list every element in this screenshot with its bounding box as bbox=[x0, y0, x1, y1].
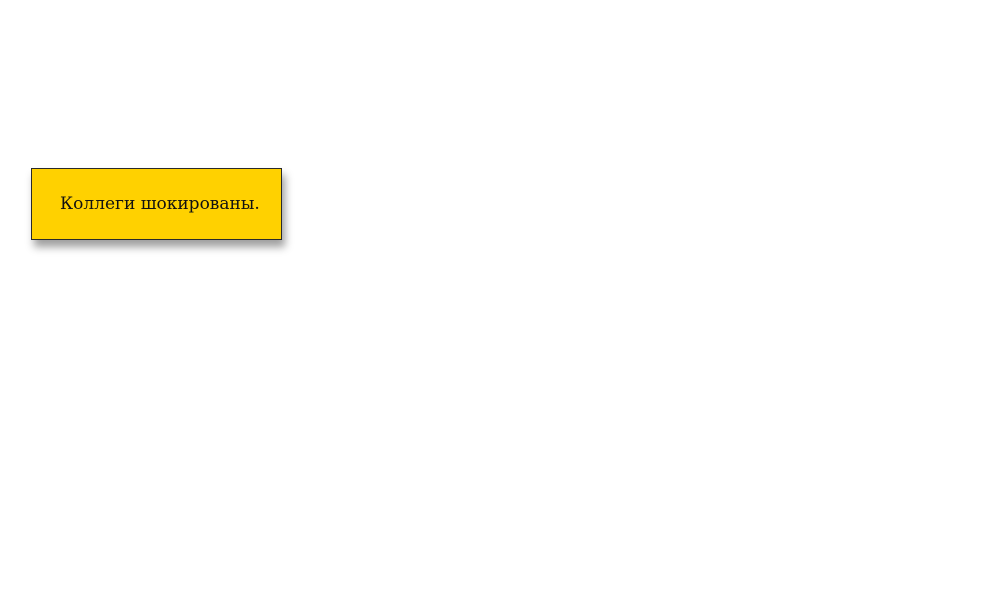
callout-text: Коллеги шокированы. bbox=[60, 194, 260, 214]
message-callout: Коллеги шокированы. bbox=[31, 168, 282, 240]
